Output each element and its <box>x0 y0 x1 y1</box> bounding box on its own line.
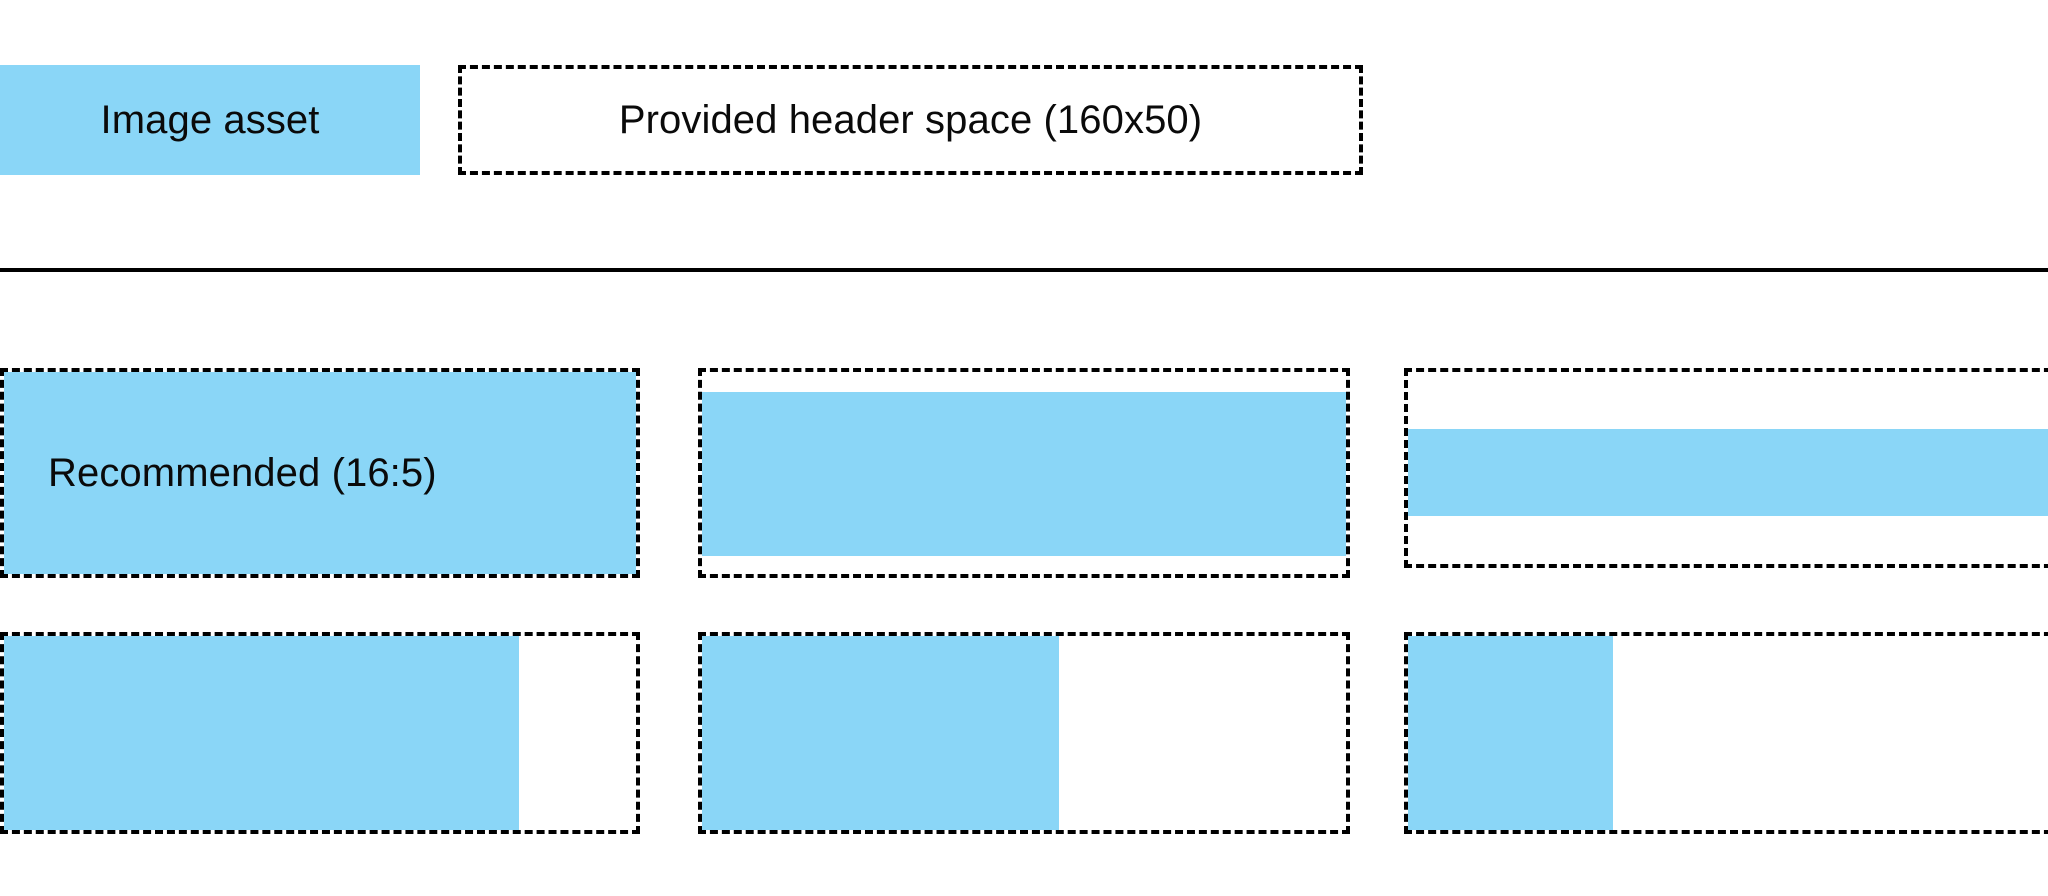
image-asset-label: Image asset <box>100 98 320 142</box>
asset-fill <box>4 636 520 830</box>
asset-fill <box>1408 636 1614 830</box>
recommended-caption: Recommended (16:5) <box>48 451 437 495</box>
section-divider <box>0 268 2048 272</box>
asset-fill <box>702 636 1060 830</box>
ratio-cell-wide-inset-band <box>698 368 1350 578</box>
header-row: Image asset Provided header space (160x5… <box>0 65 2048 175</box>
image-asset-swatch: Image asset <box>0 65 420 175</box>
asset-fill <box>702 392 1346 556</box>
provided-header-space-box: Provided header space (160x50) <box>458 65 1363 175</box>
provided-header-space-label: Provided header space (160x50) <box>618 98 1203 142</box>
ratio-cell-recommended-16-5: Recommended (16:5) <box>0 368 640 578</box>
ratio-cell-left-fill-small <box>1404 632 2048 834</box>
ratio-cell-left-fill-medium <box>698 632 1350 834</box>
ratio-cell-left-fill-large <box>0 632 640 834</box>
aspect-ratio-grid: Recommended (16:5) <box>0 368 2048 838</box>
asset-fill <box>1408 429 2048 516</box>
ratio-cell-thin-center-band <box>1404 368 2048 568</box>
asset-fill: Recommended (16:5) <box>4 372 636 574</box>
